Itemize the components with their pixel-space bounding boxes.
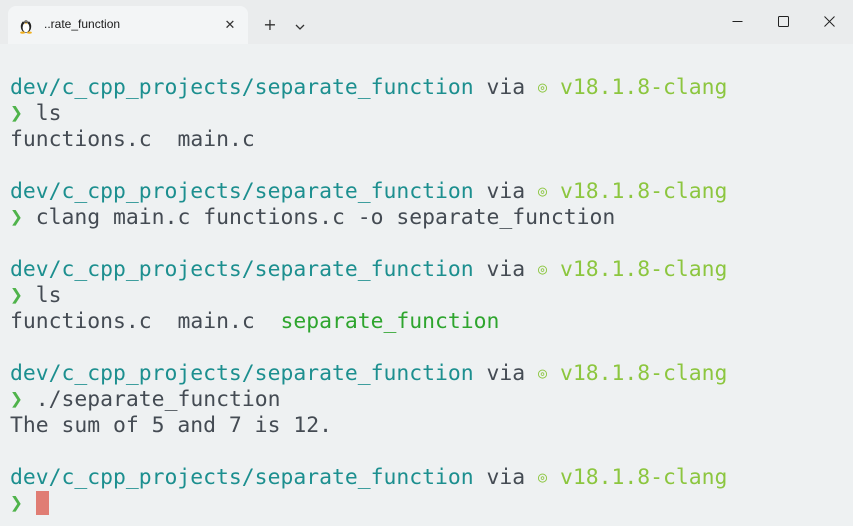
chevron-down-icon: [295, 15, 305, 34]
prompt-chevron-icon: ❯: [10, 387, 23, 412]
title-bar: ..rate_function ✕ +: [0, 0, 853, 44]
command-text: ls: [35, 101, 62, 126]
prompt-path: dev/c_cpp_projects/separate_function: [10, 179, 474, 204]
close-window-button[interactable]: [806, 4, 852, 38]
tab-active[interactable]: ..rate_function ✕: [8, 6, 248, 44]
minimize-icon: [732, 12, 743, 31]
maximize-icon: [777, 12, 789, 31]
file-entry: main.c: [177, 127, 255, 152]
prompt-chevron-icon: ❯: [10, 491, 23, 516]
text-cursor: [35, 491, 49, 515]
file-entry: main.c: [177, 309, 255, 334]
prompt-via: via: [486, 465, 526, 490]
prompt-chevron-icon: ❯: [10, 101, 23, 126]
prompt-version: v18.1.8-clang: [559, 179, 728, 204]
output-line: The sum of 5 and 7 is 12.: [10, 413, 332, 438]
prompt-path: dev/c_cpp_projects/separate_function: [10, 257, 474, 282]
prompt-version: v18.1.8-clang: [559, 257, 728, 282]
command-line: ❯ clang main.c functions.c -o separate_f…: [10, 205, 615, 231]
tab-title: ..rate_function: [44, 17, 121, 31]
command-line: ❯ ls: [10, 101, 62, 127]
file-entry: functions.c: [10, 127, 152, 152]
prompt-path: dev/c_cpp_projects/separate_function: [10, 361, 474, 386]
prompt-line: dev/c_cpp_projects/separate_function via…: [10, 465, 727, 491]
terminal-pane[interactable]: dev/c_cpp_projects/separate_function via…: [0, 44, 853, 526]
prompt-chevron-icon: ❯: [10, 283, 23, 308]
clang-c-icon: ◎: [538, 182, 548, 200]
maximize-button[interactable]: [760, 4, 806, 38]
prompt-chevron-icon: ❯: [10, 205, 23, 230]
prompt-via: via: [486, 179, 526, 204]
command-text: ./separate_function: [35, 387, 281, 412]
minimize-button[interactable]: [714, 4, 760, 38]
tab-dropdown-button[interactable]: [289, 12, 311, 36]
prompt-version: v18.1.8-clang: [559, 465, 728, 490]
tab-close-icon[interactable]: ✕: [224, 17, 236, 33]
close-icon: [823, 12, 835, 31]
clang-c-icon: ◎: [538, 260, 548, 278]
input-line[interactable]: ❯: [10, 491, 49, 517]
prompt-via: via: [486, 75, 526, 100]
command-text: ls: [35, 283, 62, 308]
command-text: clang main.c functions.c -o separate_fun…: [35, 205, 616, 230]
prompt-path: dev/c_cpp_projects/separate_function: [10, 75, 474, 100]
new-tab-button[interactable]: +: [263, 14, 277, 34]
clang-c-icon: ◎: [538, 468, 548, 486]
linux-tux-icon: [18, 16, 34, 34]
prompt-path: dev/c_cpp_projects/separate_function: [10, 465, 474, 490]
prompt-version: v18.1.8-clang: [559, 75, 728, 100]
file-entry: functions.c: [10, 309, 152, 334]
command-line: ❯ ./separate_function: [10, 387, 280, 413]
output-line: functions.c main.c separate_function: [10, 309, 499, 335]
prompt-line: dev/c_cpp_projects/separate_function via…: [10, 75, 727, 101]
command-line: ❯ ls: [10, 283, 62, 309]
executable-entry: separate_function: [280, 309, 500, 334]
prompt-line: dev/c_cpp_projects/separate_function via…: [10, 179, 727, 205]
prompt-via: via: [486, 361, 526, 386]
clang-c-icon: ◎: [538, 364, 548, 382]
prompt-via: via: [486, 257, 526, 282]
prompt-version: v18.1.8-clang: [559, 361, 728, 386]
output-line: functions.c main.c: [10, 127, 255, 153]
clang-c-icon: ◎: [538, 78, 548, 96]
prompt-line: dev/c_cpp_projects/separate_function via…: [10, 257, 727, 283]
prompt-line: dev/c_cpp_projects/separate_function via…: [10, 361, 727, 387]
